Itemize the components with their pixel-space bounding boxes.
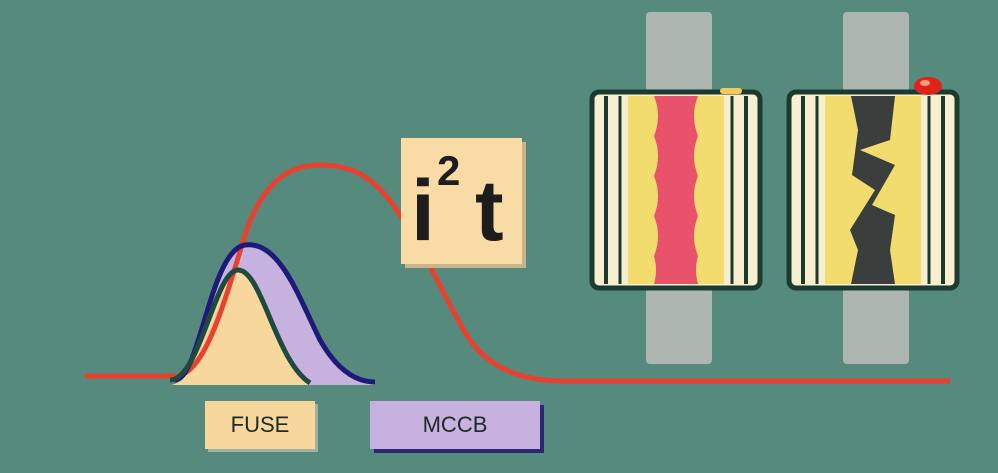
fuse-bottom-terminal (646, 288, 712, 364)
blown-fuse-bottom-terminal (843, 288, 909, 364)
blown-fuse (786, 12, 960, 364)
fuse-indicator (720, 88, 742, 94)
formula-variable: t (475, 163, 504, 259)
i-squared-t-card: i 2 t (401, 138, 522, 264)
mccb-current-curve (174, 242, 376, 385)
formula-exponent: 2 (437, 147, 461, 194)
intact-fuse (589, 12, 763, 364)
blown-fuse-top-terminal (843, 12, 909, 92)
fuse-label: FUSE (205, 401, 315, 449)
fuse-element (654, 96, 698, 284)
formula-base: i (411, 163, 435, 259)
fuse-top-terminal (646, 12, 712, 92)
blown-fuse-element (850, 96, 895, 284)
mccb-label: MCCB (370, 401, 540, 449)
fuse-current-curve (169, 267, 312, 386)
fuse-let-through-area (170, 270, 310, 385)
arc-flash-icon (914, 77, 942, 95)
prospective-current-curve (85, 162, 950, 384)
